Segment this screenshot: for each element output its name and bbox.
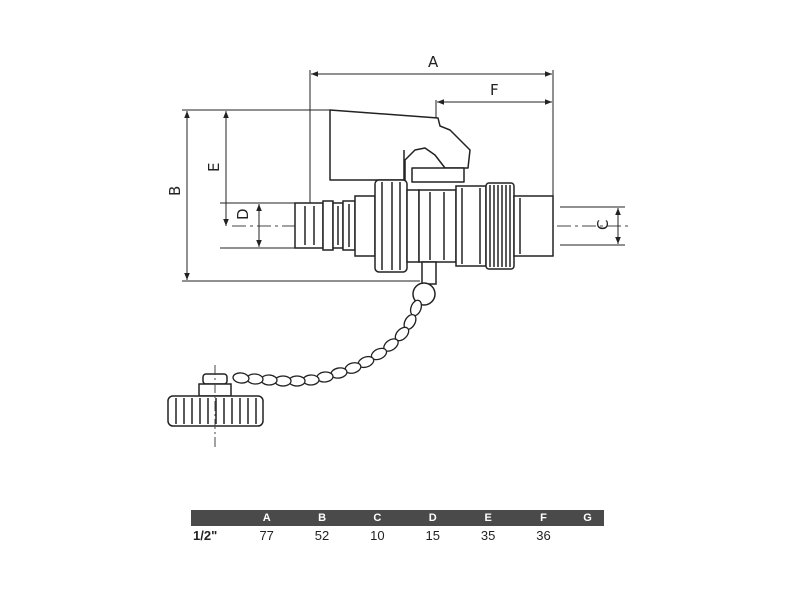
header-b: B — [294, 510, 350, 526]
cell-c: 10 — [370, 527, 385, 543]
header-e: E — [460, 510, 516, 526]
lever-handle — [329, 109, 471, 183]
cell-e: 35 — [480, 527, 496, 543]
header-a: A — [239, 510, 295, 526]
dimension-lines — [184, 71, 621, 280]
valve-body — [418, 185, 487, 267]
header-g: G — [571, 510, 604, 526]
dim-label-f: F — [490, 81, 499, 99]
cell-b: 52 — [314, 527, 330, 543]
cell-size: 1/2" — [193, 527, 218, 543]
cell-g — [571, 526, 604, 544]
drain-ball — [412, 261, 437, 306]
hose-barb — [294, 200, 356, 251]
retaining-chain — [232, 299, 423, 387]
header-size — [191, 510, 239, 526]
dim-label-c: C — [594, 220, 612, 230]
dim-label-e: E — [205, 163, 223, 172]
cell-f: 36 — [536, 527, 551, 543]
dim-label-b: B — [166, 186, 184, 196]
header-d: D — [405, 510, 461, 526]
extension-lines — [182, 70, 625, 282]
cell-d: 15 — [425, 527, 440, 543]
header-c: C — [349, 510, 406, 526]
spec-table: A B C D E F G 1/2" 77 52 10 15 35 36 — [191, 510, 604, 544]
male-thread-end — [485, 182, 554, 270]
header-f: F — [515, 510, 572, 526]
spec-table-header-row: A B C D E F G — [191, 510, 604, 526]
spec-table-row: 1/2" 77 52 10 15 35 36 — [191, 526, 604, 544]
dim-label-a: A — [428, 53, 439, 71]
cell-a: 77 — [259, 527, 274, 543]
dim-label-d: D — [234, 208, 252, 220]
union-nut — [354, 179, 420, 273]
